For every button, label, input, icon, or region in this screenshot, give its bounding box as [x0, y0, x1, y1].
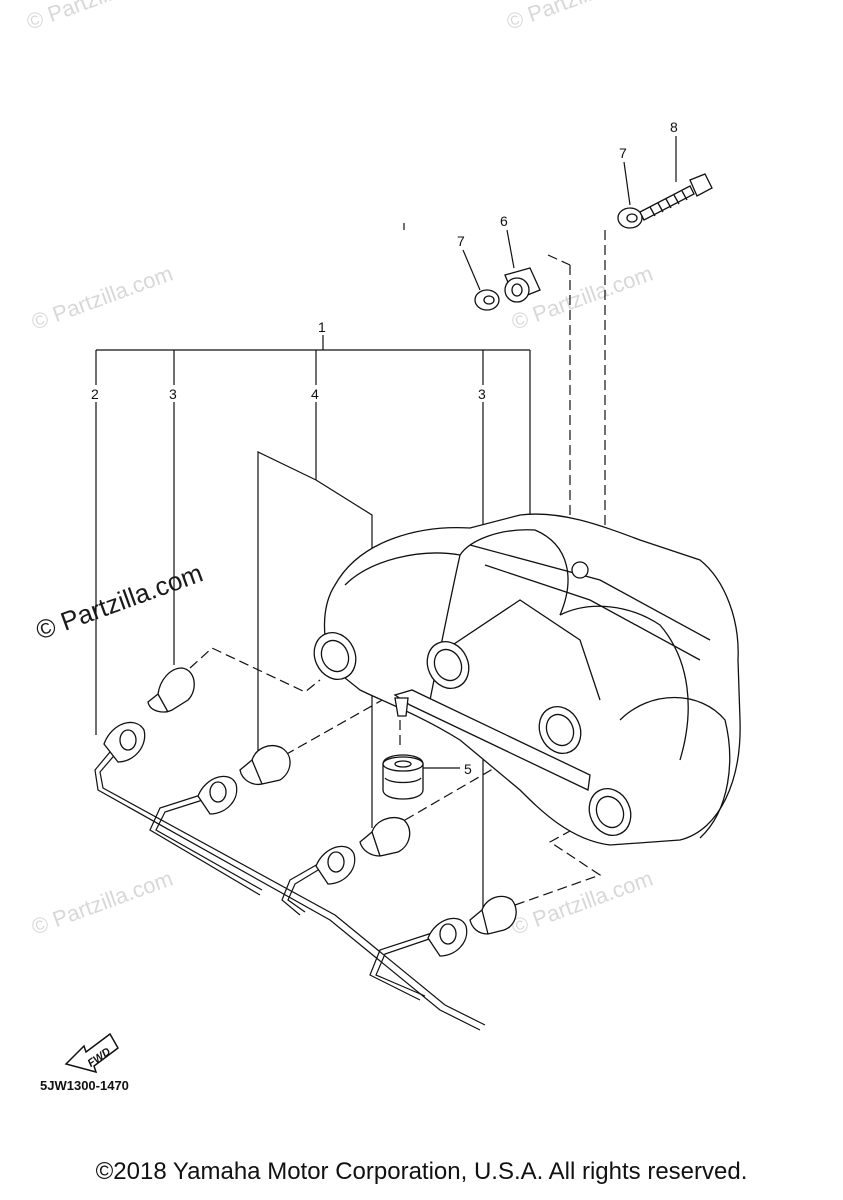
socket-a [197, 775, 238, 815]
grommet-5 [382, 754, 424, 800]
callout-labels: 1 2 3 4 3 5 6 7 7 8 [91, 119, 678, 777]
washer-7-left [474, 289, 500, 311]
callout-4: 4 [311, 386, 319, 402]
watermark-faint: © Partzilla.com [503, 0, 651, 35]
diagram-code: 5JW1300-1470 [40, 1078, 129, 1093]
callout-7: 7 [457, 233, 465, 249]
bulb-socket [313, 632, 357, 680]
callout-leaders [462, 136, 677, 291]
bulb-3-left [147, 667, 195, 713]
socket-c [427, 917, 468, 957]
callout-3: 3 [169, 386, 177, 402]
callout-8: 8 [670, 119, 678, 135]
headlight-housing [313, 513, 741, 846]
callout-lines [95, 223, 531, 912]
grommet-6 [504, 267, 541, 303]
small-parts [382, 173, 713, 800]
callout-7: 7 [619, 145, 627, 161]
wiring-harness [94, 739, 486, 1031]
wire-sockets [103, 721, 468, 957]
watermark-faint: © Partzilla.com [28, 866, 176, 940]
bulb-socket [426, 641, 470, 689]
dashed-leaders [189, 230, 606, 906]
watermark-main: © Partzilla.com [32, 558, 207, 646]
callout-2: 2 [91, 386, 99, 402]
bulb-4-left [239, 745, 291, 786]
washer-7-right [617, 207, 643, 229]
bulb-3-right [469, 895, 517, 935]
bolt-8 [639, 173, 713, 221]
bulb-socket [588, 788, 632, 836]
socket-b [315, 845, 356, 885]
callout-6: 6 [500, 213, 508, 229]
watermark-faint: © Partzilla.com [28, 261, 176, 335]
callout-3: 3 [478, 386, 486, 402]
callout-5: 5 [464, 761, 472, 777]
callout-1: 1 [318, 319, 326, 335]
copyright-notice: ©2018 Yamaha Motor Corporation, U.S.A. A… [95, 1158, 748, 1185]
bulb-socket [538, 706, 582, 754]
mount-hole [571, 561, 589, 579]
bulbs [147, 667, 517, 935]
watermark-faint: © Partzilla.com [23, 0, 171, 35]
fwd-arrow-icon: FWD [64, 1032, 119, 1074]
socket-2 [103, 721, 146, 763]
mount-peg [394, 697, 409, 717]
watermark-faint: © Partzilla.com [508, 866, 656, 940]
bulb-4-right [359, 817, 411, 857]
